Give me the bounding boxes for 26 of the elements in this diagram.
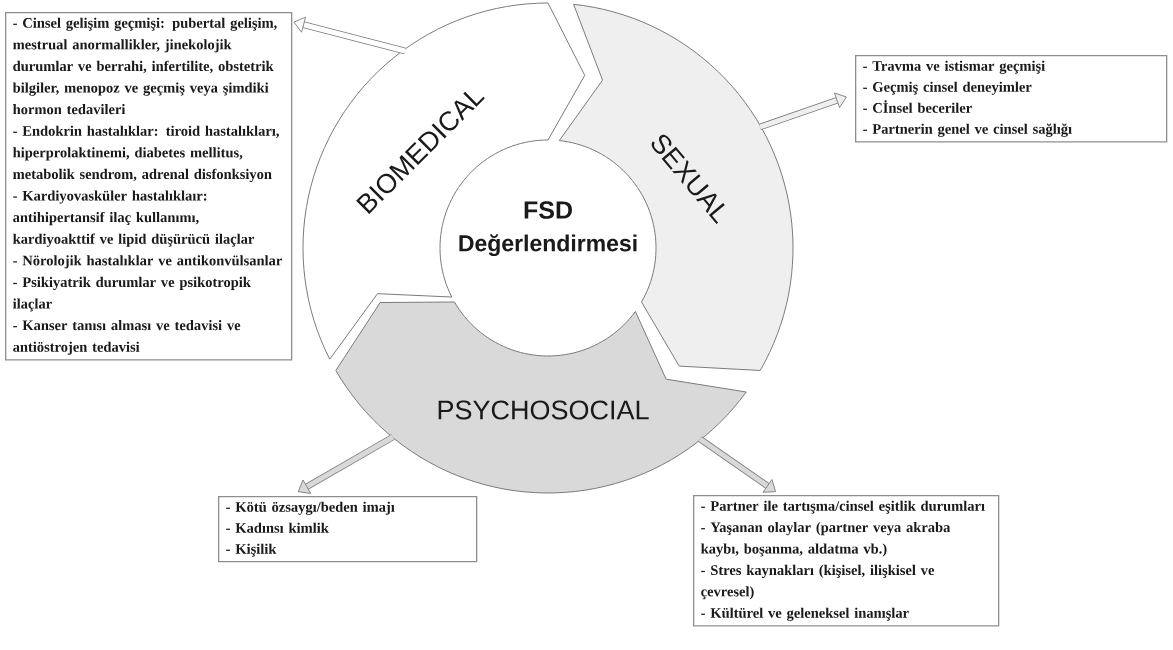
list-item: - Psikiyatrik durumlar ve psikotropik ilaçlar (13, 276, 251, 312)
list-item: - Partnerin genel ve cinsel sağlığı (863, 123, 1072, 137)
list-item: - Endokrin hastalıklar: tiroid hastalıkları, hiperprolaktinemi, diabetes mellitus, metabolik sendrom, adrenal disfonksiyon (13, 125, 279, 183)
list-item: - Kardiyovasküler hastalıklaır: antihipertansif ilaç kullanımı, kardiyoakttif ve lipid düşürücü ilaçlar (13, 190, 255, 247)
block-arrow (698, 436, 776, 493)
list-item: - Geçmiş cinsel deneyimler (863, 81, 1032, 95)
text-box (5, 12, 293, 361)
list-item: - Stres kaynakları (kişisel, ilişkisel ve çevresel) (701, 564, 935, 600)
list-item: - Kanser tanısı alması ve tedavisi ve antiöstrojen tedavisi (13, 320, 241, 355)
text-box (855, 55, 1168, 143)
list-item: - Kötü özsaygı/beden imajı (226, 501, 395, 515)
ring-segment: PSYCHOSOCIAL (335, 301, 747, 494)
text-box (693, 495, 1000, 627)
block-arrow (758, 92, 847, 131)
list-item: - Cİnsel beceriler (863, 100, 972, 113)
list-item: - Travma ve istismar geçmişi (863, 60, 1045, 74)
list-item: - Kültürel ve geleneksel inanışlar (701, 607, 909, 621)
text-box (218, 496, 478, 563)
list-item: - Nörolojik hastalıklar ve antikonvülsanlar (13, 255, 282, 269)
list-item: - Cinsel gelişim geçmişi: pubertal gelişim, mestrual anormallikler, jinekolojik durumlar ve berrahi, infertilite, obstetrik bilgiler, menopoz ve geçmiş veya şimdiki hormon tedavileri (12, 17, 277, 115)
list-item: - Kadınsı kimlik (226, 522, 329, 533)
block-arrow (297, 434, 395, 494)
list-item: - Partner ile tartışma/cinsel eşitlik durumları (701, 500, 985, 514)
block-arrow (293, 16, 406, 55)
list-item: - Yaşanan olaylar (partner veya akraba kaybı, boşanma, aldatma vb.) (701, 522, 951, 557)
list-item: - Kişilik (226, 543, 277, 557)
